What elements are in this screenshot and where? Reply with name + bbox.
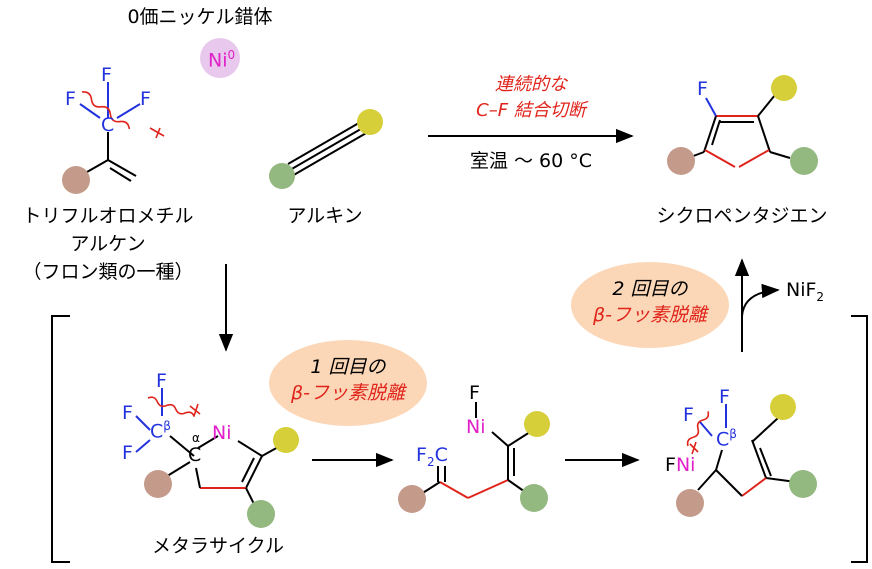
atom-c-cf3: C: [101, 114, 115, 136]
atom-f-m2: F: [122, 402, 133, 424]
step1-line1: 1 回目の: [310, 356, 386, 378]
atom-f-m1: F: [156, 370, 167, 392]
atom-c-beta-fm: Cβ: [716, 427, 737, 451]
reactant1-name-line2: アルケン: [70, 233, 146, 255]
alpha-label: α: [192, 431, 200, 445]
nif2-curved-arrow: [741, 283, 780, 317]
atom-f-fm1: F: [719, 386, 730, 408]
step2-line2: β-フッ素脱離: [593, 304, 707, 326]
step1-oval: [269, 340, 427, 426]
atom-fni-fm: FNi: [665, 454, 696, 476]
ni0-label: Ni0: [208, 48, 236, 72]
alkyne-structure: [269, 109, 383, 189]
atom-c-beta-m: Cβ: [150, 419, 171, 443]
arrow-condition: 室温 ～ 60 °C: [469, 150, 593, 172]
atom-f2c: F2C: [416, 444, 448, 469]
atom-f-left: F: [65, 88, 76, 110]
trifluoromethyl-alkene-structure: [62, 82, 165, 194]
cyclopentadiene-structure: [667, 75, 818, 175]
step1-line2: β-フッ素脱離: [291, 382, 405, 404]
reactant1-name-line3: （フロン類の一種）: [22, 261, 194, 283]
right-bracket: [851, 315, 868, 563]
atom-f-oc: F: [469, 382, 480, 404]
atom-f-product: F: [697, 78, 708, 100]
atom-c-alpha-m: C: [188, 444, 202, 466]
metallacycle-structure: [135, 388, 299, 528]
atom-f-right: F: [140, 88, 151, 110]
intermediate1-name: メタラサイクル: [151, 535, 285, 557]
open-chain-intermediate-structure: [398, 402, 550, 513]
atom-ni-m: Ni: [212, 422, 232, 444]
atom-f-fm2: F: [683, 404, 694, 426]
arrow-label-line2: C–F 結合切断: [476, 100, 586, 121]
left-bracket: [51, 315, 70, 563]
atom-f-top: F: [101, 64, 112, 86]
fluoro-metallacycle-structure: [676, 394, 817, 517]
catalyst-title: 0価ニッケル錯体: [127, 6, 273, 28]
step2-oval: [571, 262, 729, 348]
reactant2-name: アルキン: [287, 205, 363, 227]
nif2-label: NiF2: [786, 279, 825, 304]
atom-f-m3: F: [122, 442, 133, 464]
atom-ni-oc: Ni: [466, 416, 486, 438]
reactant1-name-line1: トリフルオロメチル: [22, 205, 194, 227]
ni0-bubble: [200, 38, 240, 78]
product-name: シクロペンタジエン: [656, 205, 828, 227]
arrow-label-line1: 連続的な: [495, 74, 567, 95]
step2-line1: 2 回目の: [612, 278, 688, 300]
